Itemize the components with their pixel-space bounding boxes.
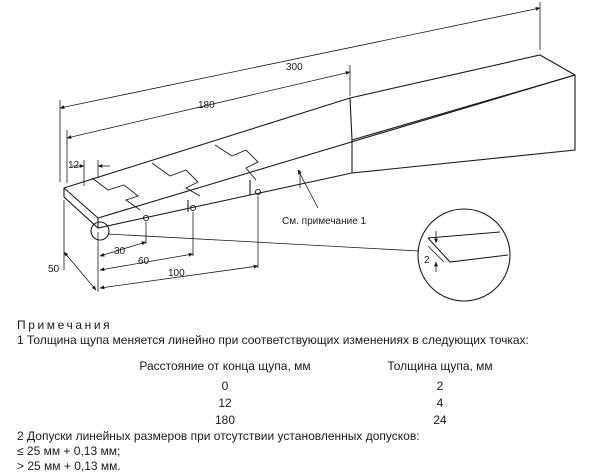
probe-drawing: 2 300 180 12 50 30 60 100 <box>48 2 576 302</box>
dim-100-label: 100 <box>168 268 185 279</box>
tolerance-line-2: > 25 мм + 0,13 мм. <box>17 459 121 473</box>
dim-50 <box>63 200 99 292</box>
col2-header: Толщина щупа, мм <box>387 359 493 373</box>
probe-body <box>63 54 576 229</box>
thickness-table: Расстояние от конца щупа, мм 0 12 180 То… <box>17 359 602 427</box>
table-cell-thickness: 4 <box>436 396 444 410</box>
table-cell-distance: 180 <box>214 413 236 427</box>
table-cell-thickness: 24 <box>433 413 447 427</box>
col1-header: Расстояние от конца щупа, мм <box>139 359 311 373</box>
dim-12-label: 12 <box>68 160 80 171</box>
note-2: 2 Допуски линейных размеров при отсутств… <box>17 429 420 443</box>
dim-180 <box>66 65 351 183</box>
section-breaks <box>91 144 259 211</box>
dim-30-60-100 <box>99 196 259 290</box>
tolerance-line-1: ≤ 25 мм + 0,13 мм; <box>17 444 121 458</box>
dim-180-label: 180 <box>198 100 215 111</box>
callout-leader <box>297 169 319 209</box>
callout-label: См. примечание 1 <box>282 216 367 227</box>
dim-300-label: 300 <box>286 62 303 73</box>
table-cell-thickness: 2 <box>436 379 444 393</box>
notes-heading: Примечания <box>17 318 113 332</box>
probe-holes <box>142 188 262 222</box>
dim-12 <box>72 160 110 186</box>
dim-30-label: 30 <box>114 246 126 257</box>
table-cell-distance: 12 <box>218 396 232 410</box>
table-cell-distance: 0 <box>221 379 229 393</box>
tip-detail-marker <box>90 221 110 241</box>
dim-50-label: 50 <box>48 264 60 275</box>
thickness-column: Толщина щупа, мм 2 4 24 <box>360 359 520 430</box>
dim-detail-thickness: 2 <box>424 255 430 266</box>
note-1: 1 Толщина щупа меняется линейно при соот… <box>17 333 529 347</box>
notes: Примечания 1 Толщина щупа меняется линей… <box>17 318 602 474</box>
distance-column: Расстояние от конца щупа, мм 0 12 180 <box>125 359 325 430</box>
dim-60-label: 60 <box>138 256 150 267</box>
dim-300 <box>59 2 541 182</box>
detail-view: 2 <box>107 208 511 302</box>
